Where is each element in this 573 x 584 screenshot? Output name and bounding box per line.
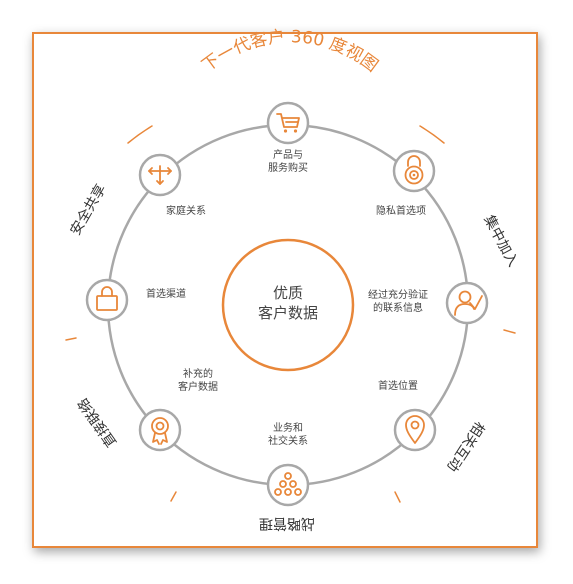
- node-preferred-location: [393, 408, 437, 452]
- node-social-relations: [266, 463, 310, 507]
- accent-tick: [503, 329, 516, 334]
- node-privacy: [392, 149, 436, 193]
- accent-tick: [419, 125, 445, 144]
- node-label: 隐私首选项: [376, 204, 426, 217]
- accent-tick: [65, 337, 77, 341]
- arrows-split-icon: [148, 165, 172, 185]
- node-label: 服务购买: [268, 161, 308, 174]
- node-supplemental-data: [138, 408, 182, 452]
- accent-tick: [170, 491, 177, 502]
- outer-label-direct-contact: 直接联络: [74, 395, 120, 451]
- outer-label-centralized-join: 集中加入: [480, 212, 521, 269]
- center-label-line2: 客户数据: [258, 304, 318, 322]
- node-label: 业务和: [273, 421, 303, 434]
- outer-label-strategic-management: 战略管理: [259, 515, 315, 531]
- node-product-purchase: [266, 101, 310, 145]
- node-household: [138, 153, 182, 197]
- accent-tick: [127, 125, 153, 144]
- lock-icon: [404, 155, 424, 185]
- network-icon: [274, 472, 302, 496]
- node-verified-contact: [445, 281, 489, 325]
- outer-label-relevant-interaction: 相关互动: [443, 418, 487, 474]
- node-label: 首选位置: [378, 379, 418, 392]
- person-check-icon: [454, 290, 483, 316]
- node-label: 的联系信息: [373, 301, 423, 314]
- node-label: 产品与: [273, 148, 303, 161]
- node-preferred-channel: [85, 278, 129, 322]
- node-label: 社交关系: [268, 434, 308, 447]
- node-label: 经过充分验证: [368, 288, 428, 301]
- location-pin-icon: [405, 415, 425, 444]
- shopping-cart-icon: [276, 113, 300, 133]
- accent-tick: [394, 491, 401, 503]
- node-label: 首选渠道: [146, 287, 186, 300]
- node-label: 补充的: [183, 367, 213, 380]
- diagram-title: 下一代客户 360 度视图: [198, 27, 381, 76]
- outer-label-secure-sharing: 安全共享: [67, 181, 110, 238]
- shopping-bag-icon: [96, 286, 118, 311]
- award-ribbon-icon: [151, 417, 169, 445]
- node-label: 家庭关系: [166, 204, 206, 217]
- center-label-line1: 优质: [273, 284, 303, 302]
- center-circle: [221, 238, 355, 372]
- node-label: 客户数据: [178, 380, 218, 393]
